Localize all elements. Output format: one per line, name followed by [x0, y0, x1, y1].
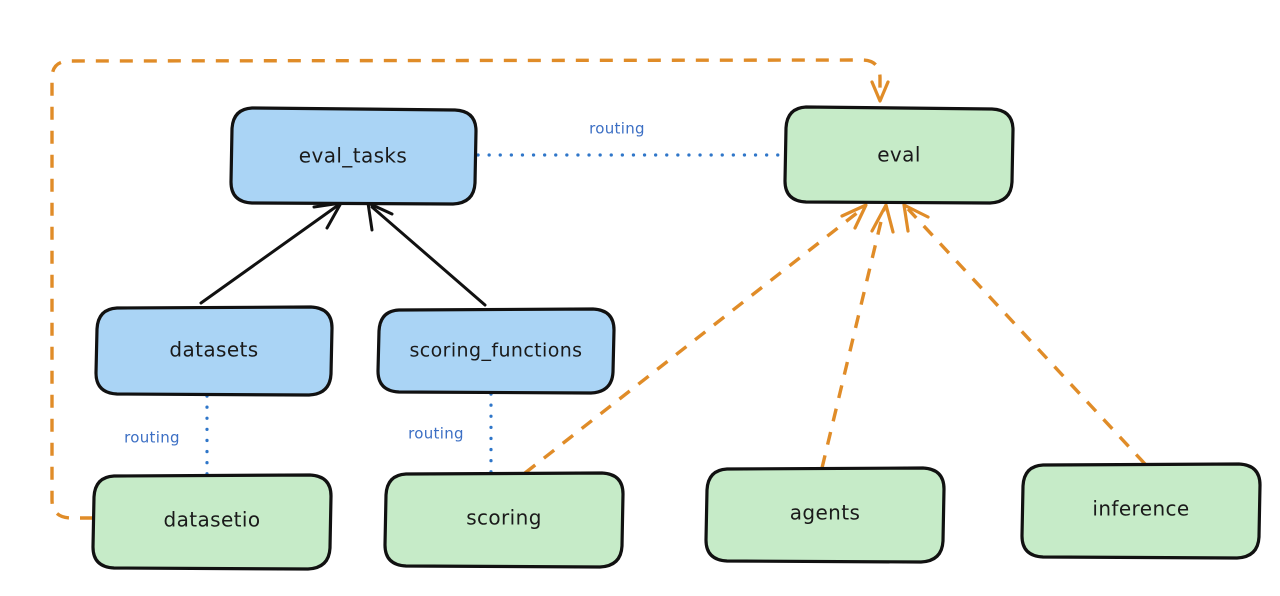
edge-path-datasets-evaltasks	[199, 204, 339, 305]
node-shape-scoring	[383, 471, 625, 569]
node-label-eval-tasks: eval_tasks	[299, 144, 407, 168]
edge-scoringfunctions-to-evaltasks	[366, 201, 487, 307]
edge-label-routing-datasetio: routing	[124, 429, 180, 447]
node-scoring[interactable]: scoring	[383, 471, 625, 569]
node-shape-datasets	[94, 305, 334, 397]
node-shape-agents	[704, 466, 946, 564]
node-label-eval: eval	[877, 143, 921, 167]
node-eval-tasks[interactable]: eval_tasks	[229, 106, 478, 206]
node-label-inference: inference	[1092, 497, 1189, 521]
edge-datasets-to-evaltasks	[199, 201, 343, 305]
node-label-datasets: datasets	[169, 338, 258, 362]
node-shape-inference	[1020, 462, 1262, 560]
edge-path-inference-eval	[906, 207, 1147, 466]
node-eval[interactable]: eval	[783, 105, 1015, 205]
arrow-head-datasetio-eval	[870, 80, 890, 103]
edge-path-datasetio-eval	[50, 58, 882, 520]
arrow-head-agents-eval	[870, 203, 895, 234]
node-inference[interactable]: inference	[1020, 462, 1262, 560]
node-label-scoring: scoring	[466, 506, 542, 530]
edge-path-scoringfunctions-evaltasks	[370, 205, 487, 307]
node-scoring-functions[interactable]: scoring_functions	[376, 307, 616, 395]
node-shape-eval-tasks	[229, 106, 478, 206]
arrow-head-inference-eval	[902, 203, 930, 233]
node-label-scoring-functions: scoring_functions	[410, 340, 583, 362]
node-datasets[interactable]: datasets	[94, 305, 334, 397]
node-shape-eval	[783, 105, 1015, 205]
edge-agents-to-eval	[820, 203, 895, 469]
node-shape-datasetio	[91, 473, 333, 571]
node-label-agents: agents	[790, 501, 861, 525]
node-shape-scoring-functions	[376, 307, 616, 395]
edge-path-agents-eval	[820, 208, 886, 469]
node-datasetio[interactable]: datasetio	[91, 473, 333, 571]
node-agents[interactable]: agents	[704, 466, 946, 564]
node-label-datasetio: datasetio	[163, 508, 260, 532]
edge-label-routing-scoring: routing	[408, 425, 464, 443]
edge-datasetio-to-eval	[50, 58, 890, 520]
arrow-head-scoring-eval	[840, 203, 868, 230]
edge-scoring-to-eval	[523, 203, 868, 475]
edge-inference-to-eval	[902, 203, 1147, 466]
edge-label-routing-eval: routing	[589, 120, 645, 138]
